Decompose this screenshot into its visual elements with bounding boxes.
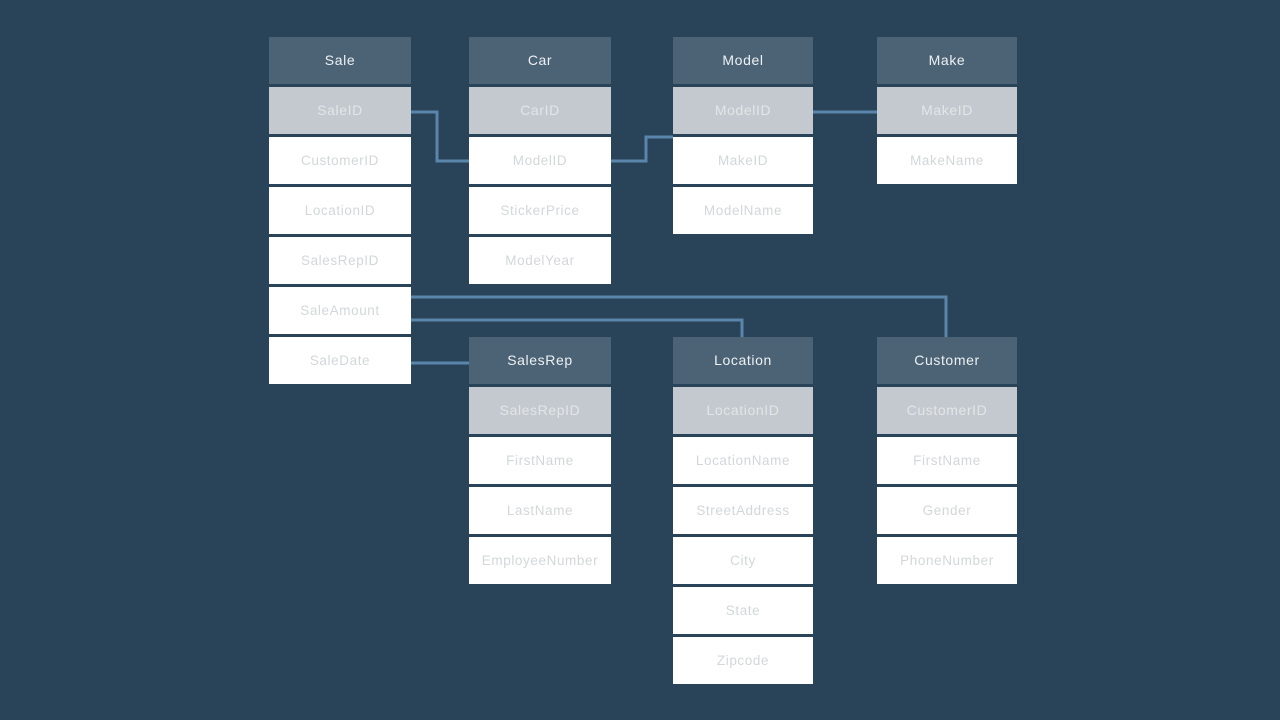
field-stickerprice: StickerPrice bbox=[469, 187, 611, 234]
field-locationname: LocationName bbox=[673, 437, 813, 484]
field-customerid: CustomerID bbox=[269, 137, 411, 184]
table-header-make: Make bbox=[877, 37, 1017, 84]
table-header-sale: Sale bbox=[269, 37, 411, 84]
key-field-modelid: ModelID bbox=[673, 87, 813, 134]
field-city: City bbox=[673, 537, 813, 584]
relationship-line-car-modelid-to-model-modelid bbox=[611, 135, 673, 163]
field-makename: MakeName bbox=[877, 137, 1017, 184]
field-modelid: ModelID bbox=[469, 137, 611, 184]
key-field-customerid: CustomerID bbox=[877, 387, 1017, 434]
table-header-location: Location bbox=[673, 337, 813, 384]
field-state: State bbox=[673, 587, 813, 634]
relationship-line-sale-saleamount-to-customer bbox=[411, 295, 948, 338]
field-gender: Gender bbox=[877, 487, 1017, 534]
relationship-line-sale-saleid-to-car-modelid bbox=[411, 110, 469, 163]
field-locationid: LocationID bbox=[269, 187, 411, 234]
field-zipcode: Zipcode bbox=[673, 637, 813, 684]
field-streetaddress: StreetAddress bbox=[673, 487, 813, 534]
key-field-saleid: SaleID bbox=[269, 87, 411, 134]
field-employeenumber: EmployeeNumber bbox=[469, 537, 611, 584]
field-saledate: SaleDate bbox=[269, 337, 411, 384]
field-lastname: LastName bbox=[469, 487, 611, 534]
relationship-line-sale-saleamount-to-location bbox=[411, 318, 744, 338]
field-salesrepid: SalesRepID bbox=[269, 237, 411, 284]
key-field-salesrepid: SalesRepID bbox=[469, 387, 611, 434]
field-phonenumber: PhoneNumber bbox=[877, 537, 1017, 584]
field-makeid: MakeID bbox=[673, 137, 813, 184]
key-field-locationid: LocationID bbox=[673, 387, 813, 434]
field-modelyear: ModelYear bbox=[469, 237, 611, 284]
table-header-model: Model bbox=[673, 37, 813, 84]
field-modelname: ModelName bbox=[673, 187, 813, 234]
field-saleamount: SaleAmount bbox=[269, 287, 411, 334]
field-firstname: FirstName bbox=[469, 437, 611, 484]
field-firstname: FirstName bbox=[877, 437, 1017, 484]
table-header-customer: Customer bbox=[877, 337, 1017, 384]
table-header-car: Car bbox=[469, 37, 611, 84]
key-field-makeid: MakeID bbox=[877, 87, 1017, 134]
table-header-salesrep: SalesRep bbox=[469, 337, 611, 384]
key-field-carid: CarID bbox=[469, 87, 611, 134]
